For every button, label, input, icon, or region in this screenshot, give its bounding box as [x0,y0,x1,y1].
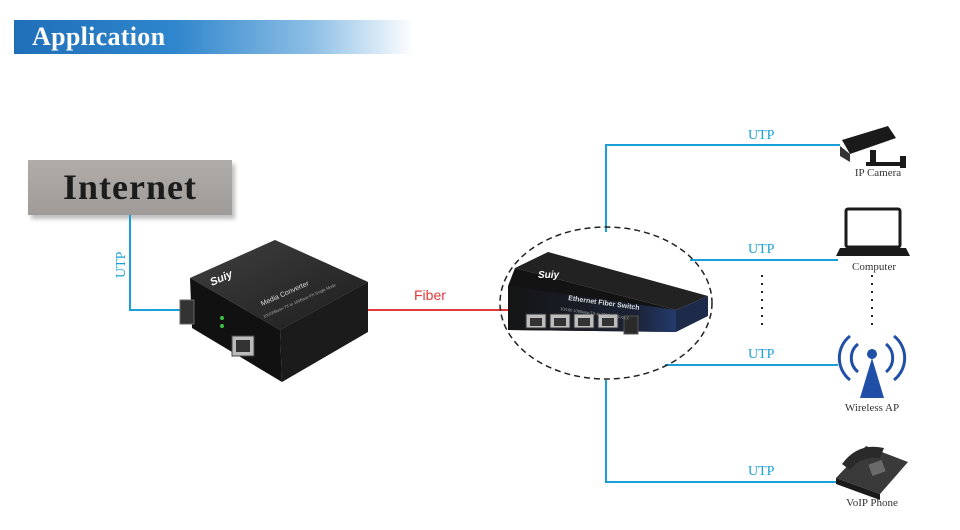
switch-bottom-bus [605,380,838,483]
internet-utp-label: UTP [114,251,129,278]
media-converter: Suiy Media Converter 10/100Base-TX to 10… [179,240,368,382]
computer-utp-label: UTP [748,242,775,257]
page-title: Application [32,22,166,51]
wireless-ap-icon [837,334,907,398]
ap-utp-label: UTP [748,347,775,362]
camera-label: IP Camera [854,167,902,179]
header-banner [14,20,414,54]
switch-top-bus [605,144,840,232]
phone-utp-label: UTP [748,464,775,479]
camera-utp-label: UTP [748,128,775,143]
ethernet-fiber-switch: Suiy Ethernet Fiber Switch 10/100 100Bas… [508,252,708,335]
wireless-ap-label: Wireless AP [844,402,900,414]
voip-phone-icon [836,446,908,500]
ip-camera-icon [840,126,906,168]
computer-icon [836,207,910,256]
internet-utp-line [129,215,185,311]
fiber-label: Fiber [414,287,446,303]
switch-brand: Suiy [538,270,560,281]
internet-label: Internet [63,167,197,207]
voip-phone-label: VoIP Phone [846,497,898,509]
switch-highlight-ellipse [499,226,713,380]
computer-label: Computer [852,261,896,273]
internet-box [28,160,232,215]
